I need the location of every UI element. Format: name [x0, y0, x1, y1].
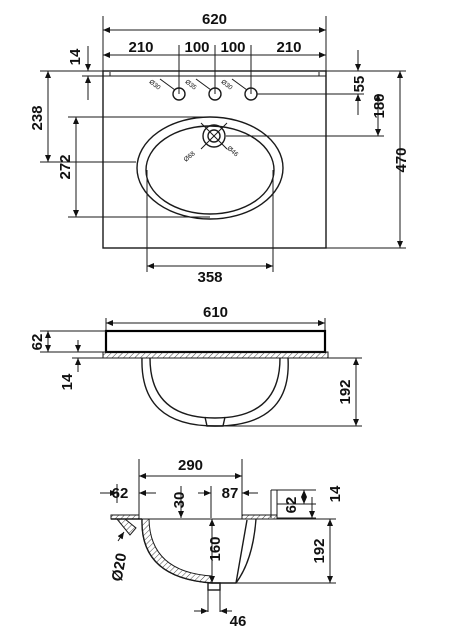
top-view: 620 210 100 100 210 14 238 272 Ø [29, 11, 410, 286]
dim-tap-to-waste: 180 [371, 93, 388, 118]
side-rear-lip [241, 514, 278, 520]
label-tap-hole-center: Ø35 [184, 79, 198, 92]
label-tap-hole-right: Ø30 [220, 79, 234, 92]
label-waste-inner: Ø46 [225, 145, 239, 159]
bowl-inner-ellipse [145, 125, 275, 215]
side-view: 290 62 30 87 62 14 [100, 457, 344, 630]
dim-side-bowl-height: 192 [311, 538, 328, 563]
dim-bowl-depth: 272 [57, 154, 74, 179]
dim-overall-depth: 470 [393, 147, 410, 172]
label-tap-hole-left: Ø30 [148, 79, 162, 92]
dim-right-tap-offset: 210 [276, 39, 301, 56]
label-waste-outer: Ø68 [183, 150, 197, 164]
front-bowl-inner [149, 357, 281, 419]
dim-tap-spacing-right: 100 [220, 39, 245, 56]
dim-front-slab-height: 62 [29, 334, 46, 351]
dim-side-rear-offset: 87 [222, 485, 239, 502]
front-bowl-outer [141, 357, 289, 427]
dim-back-upstand: 14 [67, 48, 84, 65]
side-waste [207, 582, 221, 591]
dim-tap-to-back: 55 [351, 76, 368, 93]
dim-bowl-top-to-back: 238 [29, 105, 46, 130]
dim-side-overflow-dia: Ø20 [109, 552, 131, 583]
dim-front-top-width: 610 [203, 304, 228, 321]
dim-side-rear-upstand-height: 62 [283, 497, 300, 514]
front-waste [204, 416, 226, 427]
side-overflow [115, 518, 137, 536]
dim-overall-width: 620 [202, 11, 227, 28]
dim-left-tap-offset: 210 [128, 39, 153, 56]
dim-side-rear-upstand: 14 [327, 485, 344, 502]
bowl-outer-ellipse [136, 116, 284, 220]
dim-tap-spacing-left: 100 [184, 39, 209, 56]
dim-front-bowl-height: 192 [337, 379, 354, 404]
dim-side-depth: 290 [178, 457, 203, 474]
dim-side-waste-height: 160 [207, 536, 224, 561]
side-bowl-outer [141, 518, 257, 584]
top-view-outline [102, 70, 327, 249]
tap-hole-left [172, 87, 186, 101]
front-view: 610 62 14 192 [29, 304, 362, 427]
side-bowl-inner [141, 518, 213, 584]
dim-side-rim-drop: 30 [171, 492, 188, 509]
waste-outer-circle [202, 124, 226, 148]
dim-side-waste-width: 46 [230, 613, 247, 630]
dim-bowl-width: 358 [197, 269, 222, 286]
dim-side-front-lip: 62 [112, 485, 129, 502]
front-slab [104, 329, 327, 354]
dim-front-lip: 14 [59, 373, 76, 390]
tap-hole-center [208, 87, 222, 101]
waste-inner-circle [207, 129, 221, 143]
front-lip [102, 351, 329, 359]
